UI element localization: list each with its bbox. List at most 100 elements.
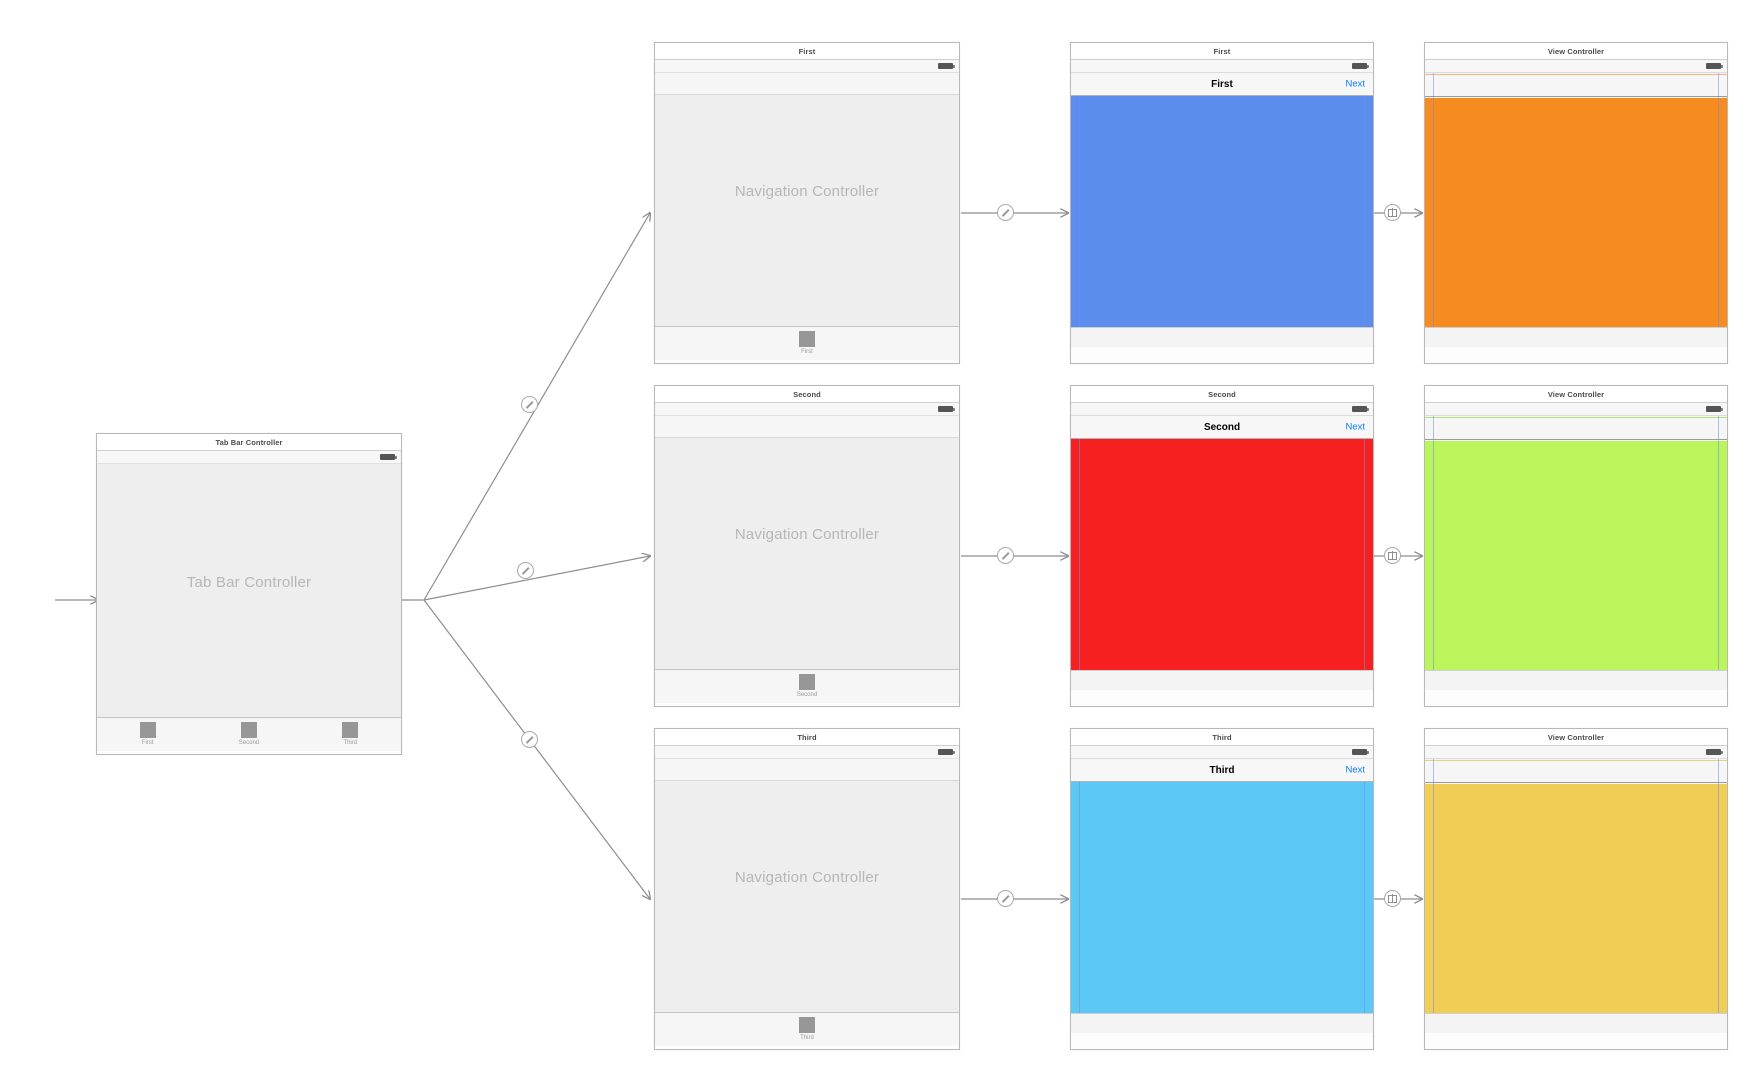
tab-bar-controller-body[interactable]: Tab Bar Controller First Second Third [97,464,401,751]
guide-line-left [1433,416,1434,690]
scene-tab-bar-controller[interactable]: Tab Bar Controller Tab Bar Controller Fi… [96,433,402,755]
scene-title-bar: View Controller [1425,729,1727,746]
scene-detail-view-controller-third[interactable]: View Controller [1424,728,1728,1050]
bottom-bar [1071,670,1373,690]
top-bar-area [1425,73,1727,97]
scene-title-bar: Tab Bar Controller [97,434,401,451]
tab-bar[interactable]: Third [655,1012,959,1046]
segue-show-icon[interactable] [1384,204,1401,221]
root-color-view[interactable] [1071,782,1373,1013]
navigation-controller-body[interactable]: Navigation Controller Third [655,759,959,1046]
scene-title: View Controller [1547,46,1605,56]
scene-detail-view-controller-second[interactable]: View Controller [1424,385,1728,707]
scene-body[interactable] [1071,96,1373,347]
tab-item-icon [799,674,815,690]
bottom-bar [1071,327,1373,347]
root-color-view[interactable] [1425,98,1727,327]
battery-icon [938,63,955,69]
scene-body[interactable] [1425,416,1727,690]
tab-item-label: Third [343,740,358,746]
segue-relationship-icon[interactable] [521,731,538,748]
relationship-segue-glyph [1001,551,1010,560]
scene-navigation-controller-third[interactable]: Third Navigation Controller Third [654,728,960,1050]
guide-line-left [1079,439,1080,670]
segue-relationship-icon[interactable] [517,562,534,579]
segue-show-icon[interactable] [1384,890,1401,907]
placeholder-label: Navigation Controller [734,526,880,543]
scene-body[interactable] [1071,782,1373,1033]
status-bar [1425,746,1727,759]
tab-item-first[interactable]: First [118,722,178,747]
next-bar-button[interactable]: Next [1345,78,1365,90]
navigation-bar[interactable]: First Next [1071,73,1373,96]
relationship-segue-glyph [525,735,534,744]
segue-relationship-icon[interactable] [997,890,1014,907]
tab-item-icon [342,722,359,738]
scene-title: Second [793,389,821,399]
tab-item-third[interactable]: Third [320,722,380,747]
segue-relationship-icon[interactable] [997,547,1014,564]
navigation-bar[interactable]: Second Next [1071,416,1373,439]
scene-detail-view-controller-first[interactable]: View Controller [1424,42,1728,364]
relationship-segue-glyph [1001,894,1010,903]
tab-item-icon [240,722,257,738]
scene-first[interactable]: First First Next [1070,42,1374,364]
segue-relationship-icon[interactable] [997,204,1014,221]
navigation-bar-title: Second [1203,421,1241,433]
navigation-controller-body[interactable]: Navigation Controller First [655,73,959,360]
scene-title: Second [1208,389,1236,399]
scene-body[interactable] [1425,73,1727,347]
next-bar-button[interactable]: Next [1345,421,1365,433]
placeholder-label: Navigation Controller [734,183,880,200]
tab-item-label: Second [796,692,818,698]
tab-bar[interactable]: First Second Third [97,717,401,751]
root-color-view[interactable] [1071,439,1373,670]
show-segue-glyph [1388,894,1397,903]
root-color-view[interactable] [1071,96,1373,327]
status-bar [655,746,959,759]
scene-body[interactable] [1071,439,1373,690]
guide-line-top [1425,417,1727,418]
tab-item-third[interactable]: Third [777,1017,837,1042]
tab-item-second[interactable]: Second [219,722,279,747]
scene-title-bar: View Controller [1425,43,1727,60]
scene-body[interactable] [1425,759,1727,1033]
scene-navigation-controller-second[interactable]: Second Navigation Controller Second [654,385,960,707]
next-bar-button[interactable]: Next [1345,764,1365,776]
tab-item-icon [139,722,156,738]
guide-line-top [1425,74,1727,75]
guide-line-left [1433,759,1434,1033]
scene-navigation-controller-first[interactable]: First Navigation Controller First [654,42,960,364]
root-color-view[interactable] [1425,784,1727,1013]
tab-bar[interactable]: First [655,326,959,360]
segue-relationship-icon[interactable] [521,396,538,413]
guide-line-right [1364,439,1365,670]
scene-title-bar: Second [655,386,959,403]
battery-icon [1706,749,1723,755]
tab-bar[interactable]: Second [655,669,959,703]
navigation-controller-body[interactable]: Navigation Controller Second [655,416,959,703]
bottom-bar [1071,1013,1373,1033]
scene-title-bar: Second [1071,386,1373,403]
scene-third[interactable]: Third Third Next [1070,728,1374,1050]
scene-second[interactable]: Second Second Next [1070,385,1374,707]
root-color-view[interactable] [1425,441,1727,670]
tab-item-first[interactable]: First [777,331,837,356]
placeholder-label: Tab Bar Controller [186,574,312,591]
status-bar [1425,60,1727,73]
show-segue-glyph [1388,551,1397,560]
scene-title-bar: Third [655,729,959,746]
nav-bar-placeholder [655,73,959,95]
guide-line-right [1364,782,1365,1013]
battery-icon [380,454,397,460]
scene-title: Tab Bar Controller [215,437,283,447]
scene-title: Third [1212,732,1232,742]
segue-show-icon[interactable] [1384,547,1401,564]
status-bar [97,451,401,464]
top-bar-area [1425,416,1727,440]
status-bar [655,60,959,73]
battery-icon [1352,749,1369,755]
navigation-bar[interactable]: Third Next [1071,759,1373,782]
tab-item-second[interactable]: Second [777,674,837,699]
